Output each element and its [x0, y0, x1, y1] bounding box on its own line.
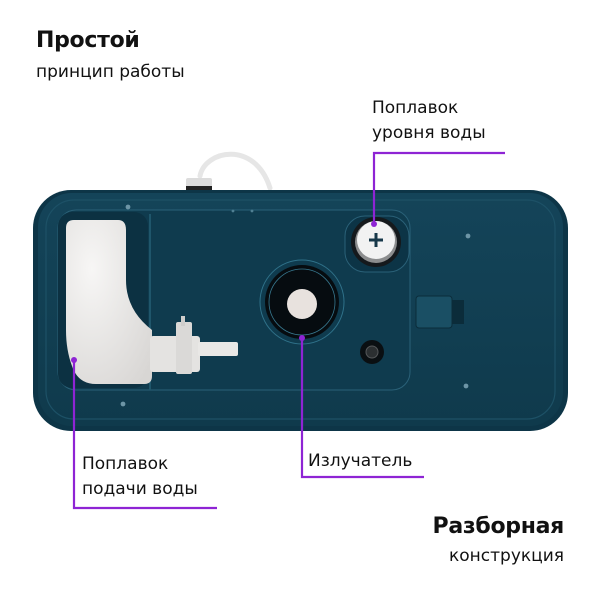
- callout-line-1: Поплавок: [372, 98, 459, 118]
- header-title: Простой: [36, 28, 140, 53]
- callout-line-2: подачи воды: [82, 479, 198, 499]
- cable-clip: [415, 295, 464, 329]
- callout-label-water-level-float: Поплавок уровня воды: [372, 96, 486, 146]
- small-sensor: [360, 340, 384, 364]
- callout-line-water-supply-float: [72, 360, 217, 510]
- footer-title: Разборная: [432, 514, 565, 539]
- water-level-float: [344, 215, 410, 273]
- callout-line-emitter: [300, 338, 424, 479]
- callout-label-emitter: Излучатель: [308, 449, 412, 474]
- callout-lines: [72, 151, 505, 510]
- callout-dot-water-supply-float: [71, 357, 77, 363]
- header-subtitle: принцип работы: [36, 62, 185, 82]
- callout-line-water-level-float: [372, 151, 505, 224]
- callout-line-1: Излучатель: [308, 451, 413, 471]
- water-supply-float: [66, 220, 238, 384]
- power-cable: [186, 151, 273, 191]
- callout-line-2: уровня воды: [372, 123, 486, 143]
- callout-dot-water-level-float: [371, 221, 377, 227]
- callout-dot-emitter: [299, 335, 305, 341]
- callout-label-water-supply-float: Поплавок подачи воды: [82, 452, 198, 502]
- emitter: [259, 259, 345, 345]
- callout-line-1: Поплавок: [82, 454, 169, 474]
- footer-subtitle: конструкция: [449, 546, 564, 566]
